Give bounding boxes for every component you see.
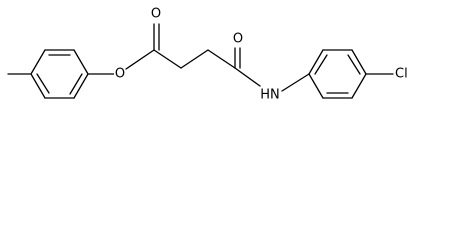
ring2-bond-3-inner <box>347 54 361 75</box>
ring2-bond-1 <box>308 49 324 75</box>
ring1-bond-4-inner <box>69 73 83 95</box>
amide-nitrogen-label: HN <box>260 88 280 103</box>
ring1-bond-6 <box>30 73 46 99</box>
methylphenyl-ring <box>7 49 89 99</box>
chlorophenyl-ring <box>308 49 367 99</box>
ring2-bond-6 <box>308 73 324 99</box>
oxygen-carbonyl-bond <box>125 49 155 70</box>
ring2-bond-1-inner <box>314 54 328 75</box>
chain-bond-2 <box>180 49 209 69</box>
ring2-bond-4 <box>351 73 367 99</box>
ester-oxygen-label: O <box>115 67 125 82</box>
ring1-bond-6-inner <box>36 73 50 94</box>
chlorine-label: Cl <box>395 67 408 82</box>
carbonyl-nitrogen-bond <box>234 67 261 87</box>
ester-carbonyl-oxygen-label: O <box>151 7 161 22</box>
ring2-bond-3 <box>351 49 367 75</box>
ring1-bond-1 <box>30 49 46 75</box>
chain-bond-3 <box>207 49 236 69</box>
amide-carbonyl-oxygen-label: O <box>233 32 243 47</box>
ring1-bond-3 <box>73 49 89 75</box>
chemical-structure-diagram: O O O HN Cl <box>7 7 408 103</box>
nitrogen-aryl-bond <box>281 73 310 92</box>
ring1-bond-4 <box>73 73 89 99</box>
chain-bond-1 <box>153 49 182 69</box>
